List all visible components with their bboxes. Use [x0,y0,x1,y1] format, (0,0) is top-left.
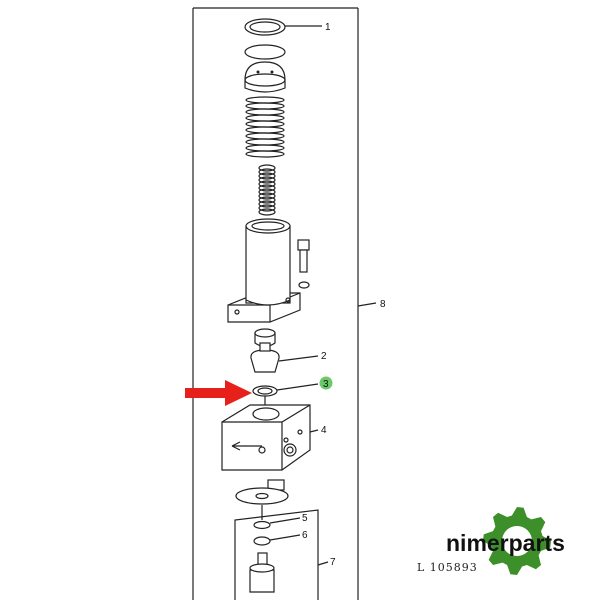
nimerparts-logo: nimerparts [446,507,565,575]
callout-3: 3 [323,379,329,390]
spring-cap [244,61,286,93]
red-arrow-indicator [185,380,252,406]
drawing-code: L 105893 [417,561,478,574]
gear-icon [483,507,551,575]
callout-6: 6 [302,530,308,541]
sub-assembly-frame [234,509,319,600]
spring-coil [245,102,285,110]
valve-block [221,404,319,471]
callout-5: 5 [302,513,308,524]
spring-coil [245,96,285,104]
spring-coil [258,188,276,196]
callout-4: 4 [321,425,327,436]
large-spring [245,96,285,158]
spring-coil [258,196,276,204]
spring-coil [258,200,276,208]
spring-coil [245,138,285,146]
gasket [235,479,289,505]
cartridge [249,552,329,593]
bolt [297,239,310,289]
spring-coil [258,208,276,216]
spring-coil [245,144,285,152]
spring-coil [258,164,276,172]
spring-coil [245,126,285,134]
callout-8: 8 [380,299,386,310]
small-spring [258,164,276,216]
solenoid-cylinder [227,218,301,323]
valve-plunger [250,342,319,373]
small-rings [253,505,301,546]
spring-coil [245,108,285,116]
logo-text: nimerparts [446,530,565,556]
spring-coil [258,176,276,184]
spring-coil [245,132,285,140]
spring-coil [258,204,276,212]
spring-coil [258,172,276,180]
snap-ring [244,18,322,36]
spring-coil [258,192,276,200]
callout-1: 1 [325,22,331,33]
spring-coil [258,184,276,192]
spring-coil [258,180,276,188]
spring-coil [245,114,285,122]
spring-coil [245,150,285,158]
disc [244,44,286,60]
spring-coil [245,120,285,128]
callout-3-highlight [319,376,333,390]
spring-coil [258,168,276,176]
callout-7: 7 [330,557,336,568]
assembly-frame [192,7,377,600]
callout-2: 2 [321,351,327,362]
